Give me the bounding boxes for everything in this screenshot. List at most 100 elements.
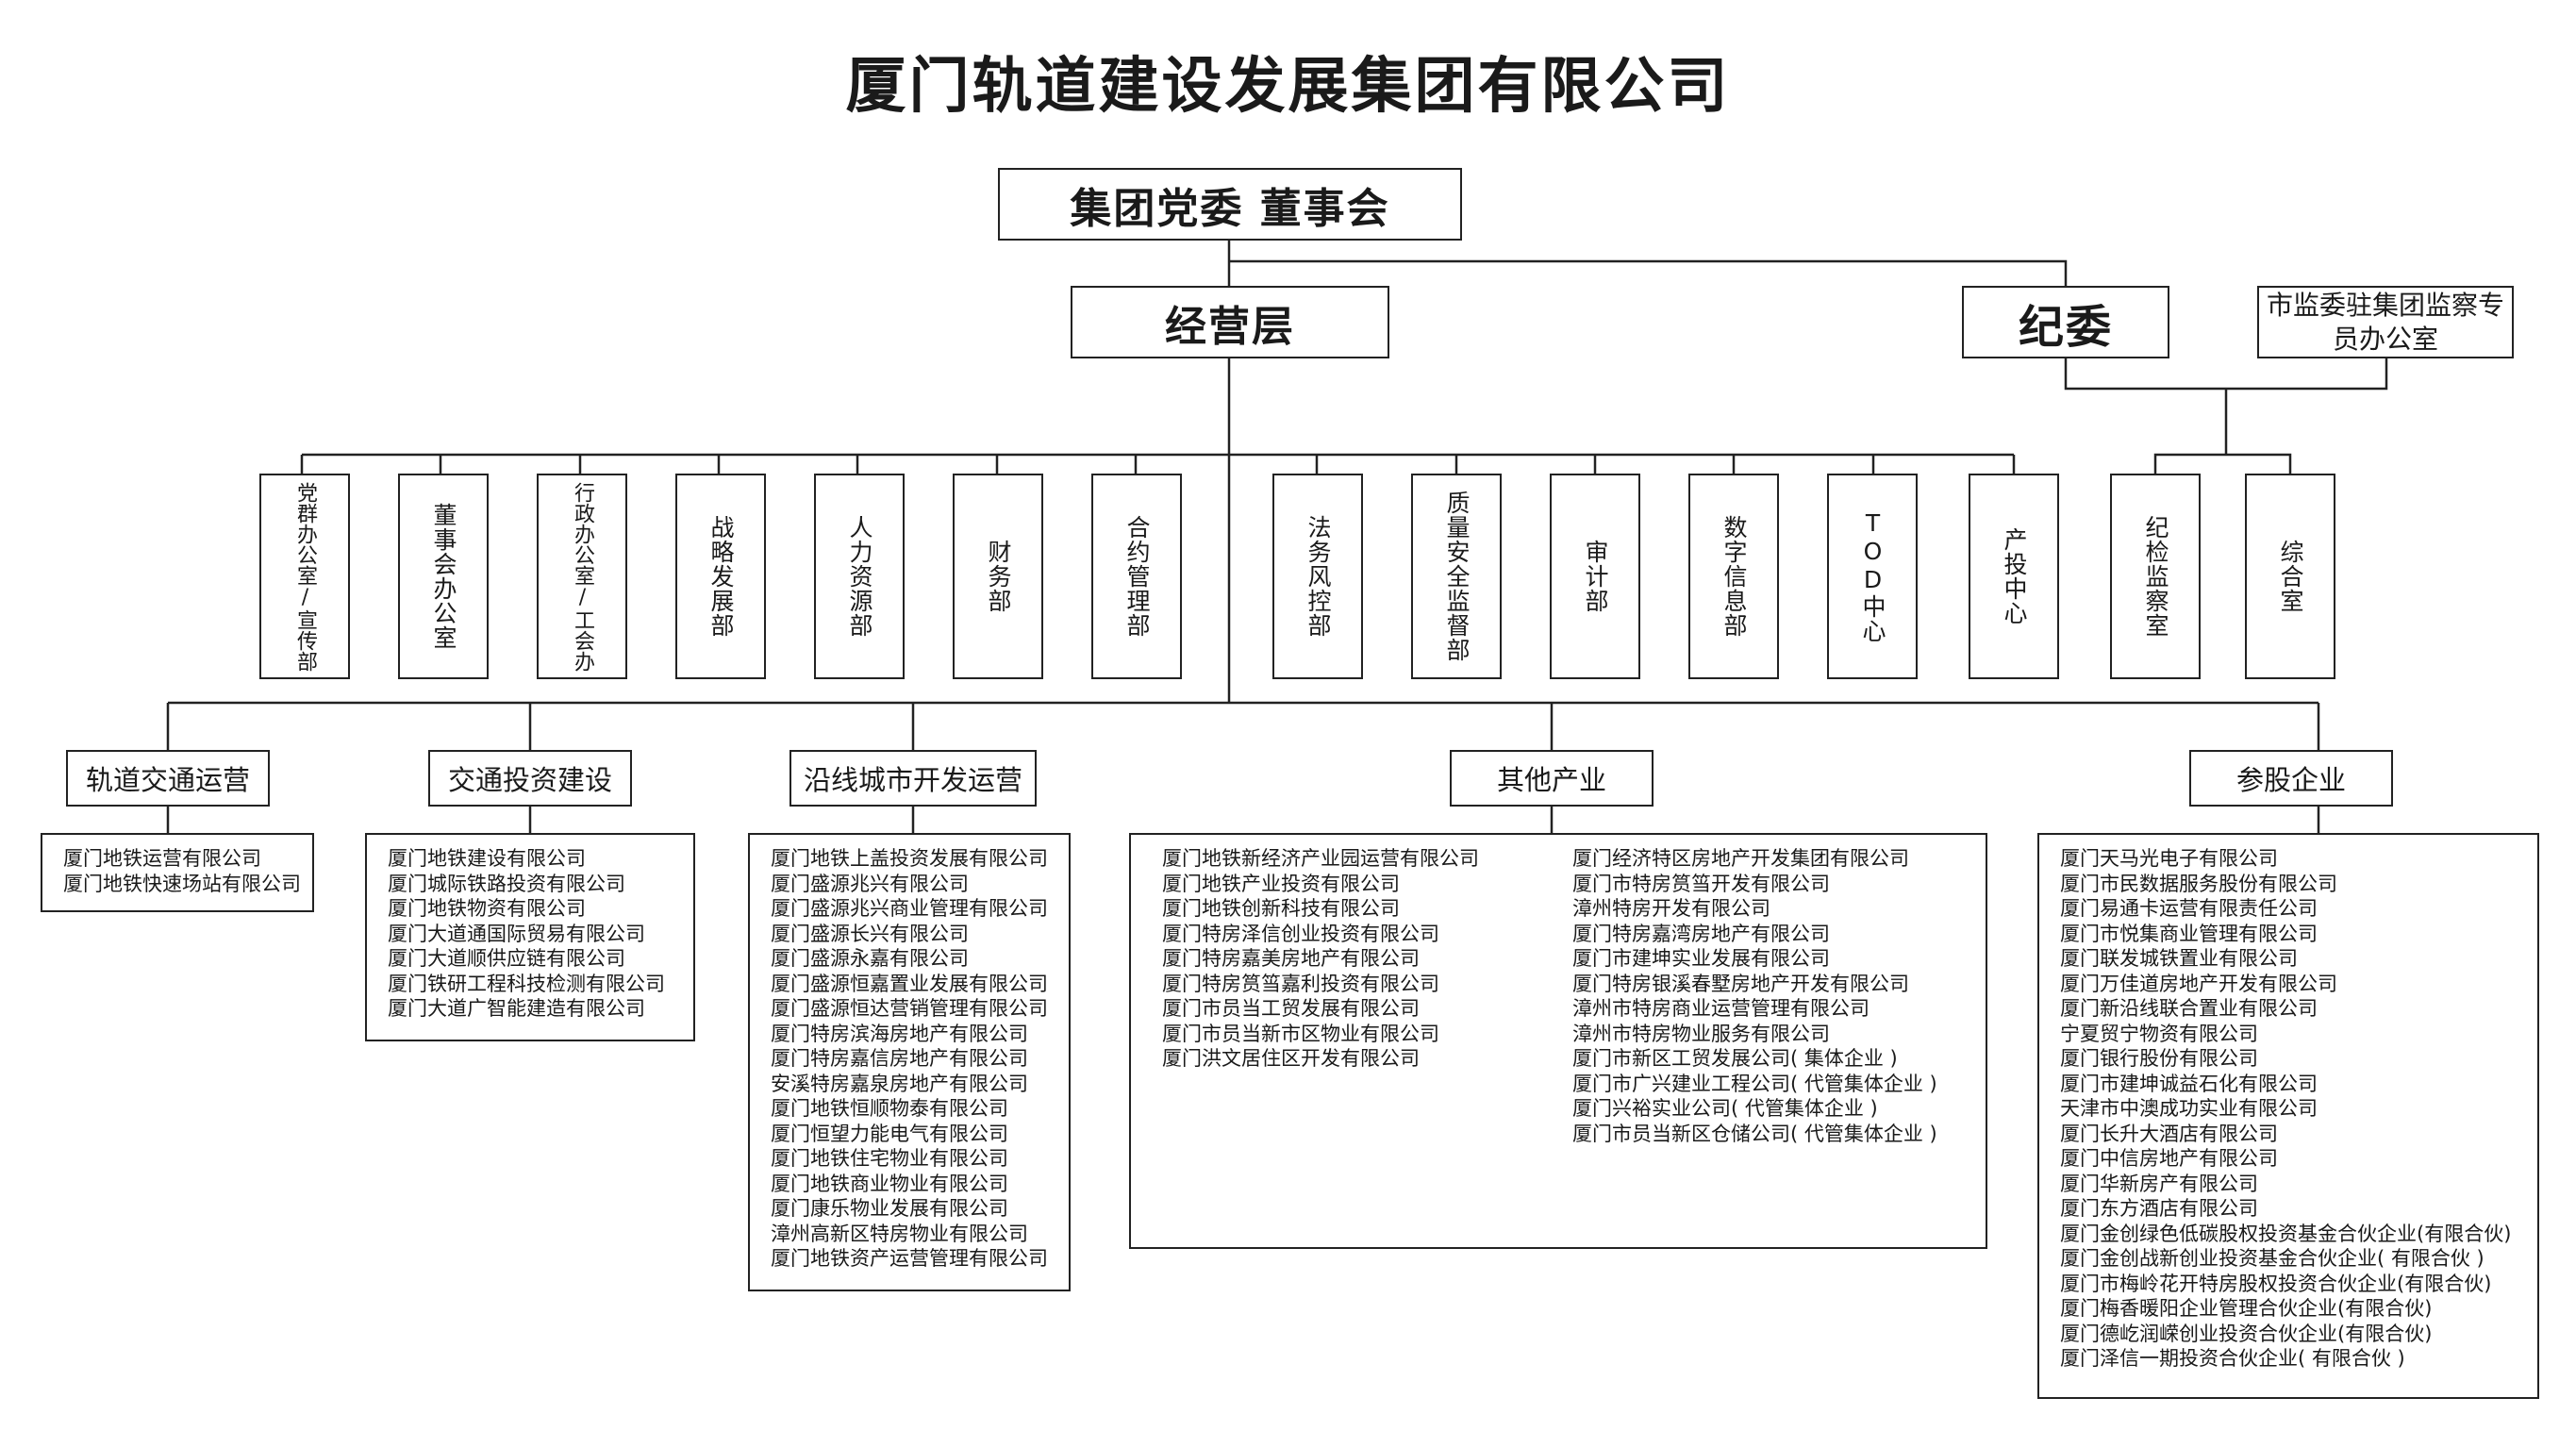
company-name: 厦门市民数据服务股份有限公司 — [2060, 872, 2337, 895]
company-name: 厦门大道广智能建造有限公司 — [388, 997, 645, 1020]
company-name: 安溪特房嘉泉房地产有限公司 — [771, 1072, 1028, 1095]
company-name: 厦门地铁快速场站有限公司 — [63, 872, 301, 895]
company-name: 厦门市新区工贸发展公司( 集体企业 ) — [1572, 1047, 1898, 1070]
category-label: 沿线城市开发运营 — [803, 764, 1022, 796]
dept-label: 数字信息部 — [1720, 515, 1748, 638]
category-city: 沿线城市开发运营 — [789, 750, 1037, 807]
dept-box: 人力资源部 — [814, 474, 905, 679]
line-discipline-to-depts — [2153, 389, 2292, 474]
company-name: 厦门盛源永嘉有限公司 — [771, 947, 969, 970]
line-dept-drops — [300, 455, 2016, 474]
dept-box: 战略发展部 — [675, 474, 766, 679]
company-list-equity: 厦门天马光电子有限公司 厦门市民数据服务股份有限公司 厦门易通卡运营有限责任公司… — [2037, 833, 2539, 1399]
company-name: 厦门市员当新区仓储公司( 代管集体企业 ) — [1572, 1122, 1937, 1145]
company-name: 厦门兴裕实业公司( 代管集体企业 ) — [1572, 1097, 1878, 1120]
dept-label: 党群办公室/宣传部 — [293, 481, 317, 672]
category-label: 参股企业 — [2235, 764, 2346, 796]
top-box: 集团党委 董事会 — [998, 168, 1462, 241]
dept-label: 董事会办公室 — [430, 503, 457, 650]
discipline-label: 纪委 — [2018, 300, 2113, 354]
page-title: 厦门轨道建设发展集团有限公司 — [845, 52, 1731, 122]
discipline-dept-label: 综合室 — [2277, 540, 2304, 613]
company-name: 厦门恒望力能电气有限公司 — [771, 1122, 1008, 1145]
company-name: 厦门特房滨海房地产有限公司 — [771, 1022, 1028, 1045]
company-name: 厦门泽信一期投资合伙企业( 有限合伙 ) — [2060, 1347, 2405, 1370]
company-name: 厦门天马光电子有限公司 — [2060, 847, 2278, 870]
company-name: 厦门特房银溪春墅房地产开发有限公司 — [1572, 972, 1909, 995]
company-name: 厦门长升大酒店有限公司 — [2060, 1122, 2278, 1145]
dept-box: 财务部 — [953, 474, 1043, 679]
company-column-right: 厦门经济特区房地产开发集团有限公司 厦门市特房筼筜开发有限公司 漳州特房开发有限… — [1572, 846, 1937, 1146]
category-equity: 参股企业 — [2189, 750, 2393, 807]
line-cat-to-list — [166, 807, 2320, 833]
company-name: 厦门地铁运营有限公司 — [63, 847, 261, 870]
company-name: 厦门洪文居住区开发有限公司 — [1162, 1047, 1420, 1070]
category-investment: 交通投资建设 — [428, 750, 632, 807]
company-name: 厦门大道顺供应链有限公司 — [388, 947, 625, 970]
company-name: 厦门新沿线联合置业有限公司 — [2060, 997, 2318, 1020]
company-name: 厦门市建坤实业发展有限公司 — [1572, 947, 1830, 970]
company-name: 厦门市建坤诚益石化有限公司 — [2060, 1072, 2318, 1095]
category-other: 其他产业 — [1450, 750, 1654, 807]
dept-box: 数字信息部 — [1688, 474, 1779, 679]
company-name: 厦门地铁建设有限公司 — [388, 847, 586, 870]
discipline-box: 纪委 — [1962, 286, 2169, 358]
discipline-dept-label: 纪检监察室 — [2142, 515, 2169, 638]
dept-box: 合约管理部 — [1091, 474, 1182, 679]
dept-label: 战略发展部 — [707, 515, 735, 638]
company-name: 厦门特房筼筜嘉利投资有限公司 — [1162, 972, 1439, 995]
top-label: 集团党委 董事会 — [1070, 184, 1390, 233]
company-name: 厦门地铁资产运营管理有限公司 — [771, 1247, 1048, 1270]
line-category-drops — [166, 703, 2320, 750]
discipline-dept-box: 综合室 — [2245, 474, 2335, 679]
company-name: 厦门经济特区房地产开发集团有限公司 — [1572, 847, 1909, 870]
company-name: 厦门地铁创新科技有限公司 — [1162, 897, 1400, 920]
company-name: 厦门特房泽信创业投资有限公司 — [1162, 922, 1439, 945]
company-name: 厦门铁研工程科技检测有限公司 — [388, 972, 665, 995]
dept-label: 审计部 — [1582, 540, 1609, 613]
company-name: 厦门盛源兆兴商业管理有限公司 — [771, 897, 1048, 920]
company-name: 厦门中信房地产有限公司 — [2060, 1147, 2278, 1170]
company-name: 厦门东方酒店有限公司 — [2060, 1197, 2258, 1220]
dept-label: 财务部 — [985, 540, 1012, 613]
dept-box: 党群办公室/宣传部 — [259, 474, 350, 679]
company-column-left: 厦门地铁新经济产业园运营有限公司 厦门地铁产业投资有限公司 厦门地铁创新科技有限… — [1162, 846, 1479, 1072]
company-name: 厦门市梅岭花开特房股权投资合伙企业(有限合伙) — [2060, 1272, 2492, 1295]
company-name: 厦门华新房产有限公司 — [2060, 1172, 2258, 1195]
dept-box: 审计部 — [1550, 474, 1640, 679]
company-name: 厦门德屹润嵘创业投资合伙企业(有限合伙) — [2060, 1322, 2433, 1345]
company-name: 厦门银行股份有限公司 — [2060, 1047, 2258, 1070]
company-name: 厦门易通卡运营有限责任公司 — [2060, 897, 2318, 920]
company-name: 厦门大道通国际贸易有限公司 — [388, 922, 645, 945]
company-name: 厦门市悦集商业管理有限公司 — [2060, 922, 2318, 945]
company-name: 宁夏贸宁物资有限公司 — [2060, 1022, 2258, 1045]
dept-label: 合约管理部 — [1123, 515, 1151, 638]
company-name: 厦门万佳道房地产开发有限公司 — [2060, 972, 2337, 995]
category-rail: 轨道交通运营 — [66, 750, 270, 807]
company-name: 厦门联发城铁置业有限公司 — [2060, 947, 2298, 970]
company-name: 漳州市特房物业服务有限公司 — [1572, 1022, 1830, 1045]
company-name: 厦门地铁住宅物业有限公司 — [771, 1147, 1008, 1170]
line-discipline-down — [2064, 358, 2388, 391]
company-name: 厦门康乐物业发展有限公司 — [771, 1197, 1008, 1220]
company-name: 厦门地铁上盖投资发展有限公司 — [771, 847, 1048, 870]
dept-label: 法务风控部 — [1305, 515, 1332, 638]
dept-box: TOD中心 — [1827, 474, 1918, 679]
company-name: 厦门盛源长兴有限公司 — [771, 922, 969, 945]
company-name: 厦门市广兴建业工程公司( 代管集体企业 ) — [1572, 1072, 1937, 1095]
company-name: 厦门盛源恒嘉置业发展有限公司 — [771, 972, 1048, 995]
dept-box: 行政办公室/工会办 — [537, 474, 627, 679]
dept-box: 产投中心 — [1969, 474, 2059, 679]
dept-box: 法务风控部 — [1272, 474, 1363, 679]
company-name: 厦门盛源兆兴有限公司 — [771, 872, 969, 895]
dept-box: 质量安全监督部 — [1411, 474, 1502, 679]
company-name: 厦门盛源恒达营销管理有限公司 — [771, 997, 1048, 1020]
company-name: 厦门特房嘉湾房地产有限公司 — [1572, 922, 1830, 945]
supervision-office-label: 市监委驻集团监察专员办公室 — [2267, 289, 2505, 355]
company-name: 厦门特房嘉信房地产有限公司 — [771, 1047, 1028, 1070]
company-name: 厦门地铁商业物业有限公司 — [771, 1172, 1008, 1195]
company-name: 厦门特房嘉美房地产有限公司 — [1162, 947, 1420, 970]
dept-label: 行政办公室/工会办 — [571, 481, 594, 672]
company-name: 厦门市员当新市区物业有限公司 — [1162, 1022, 1439, 1045]
